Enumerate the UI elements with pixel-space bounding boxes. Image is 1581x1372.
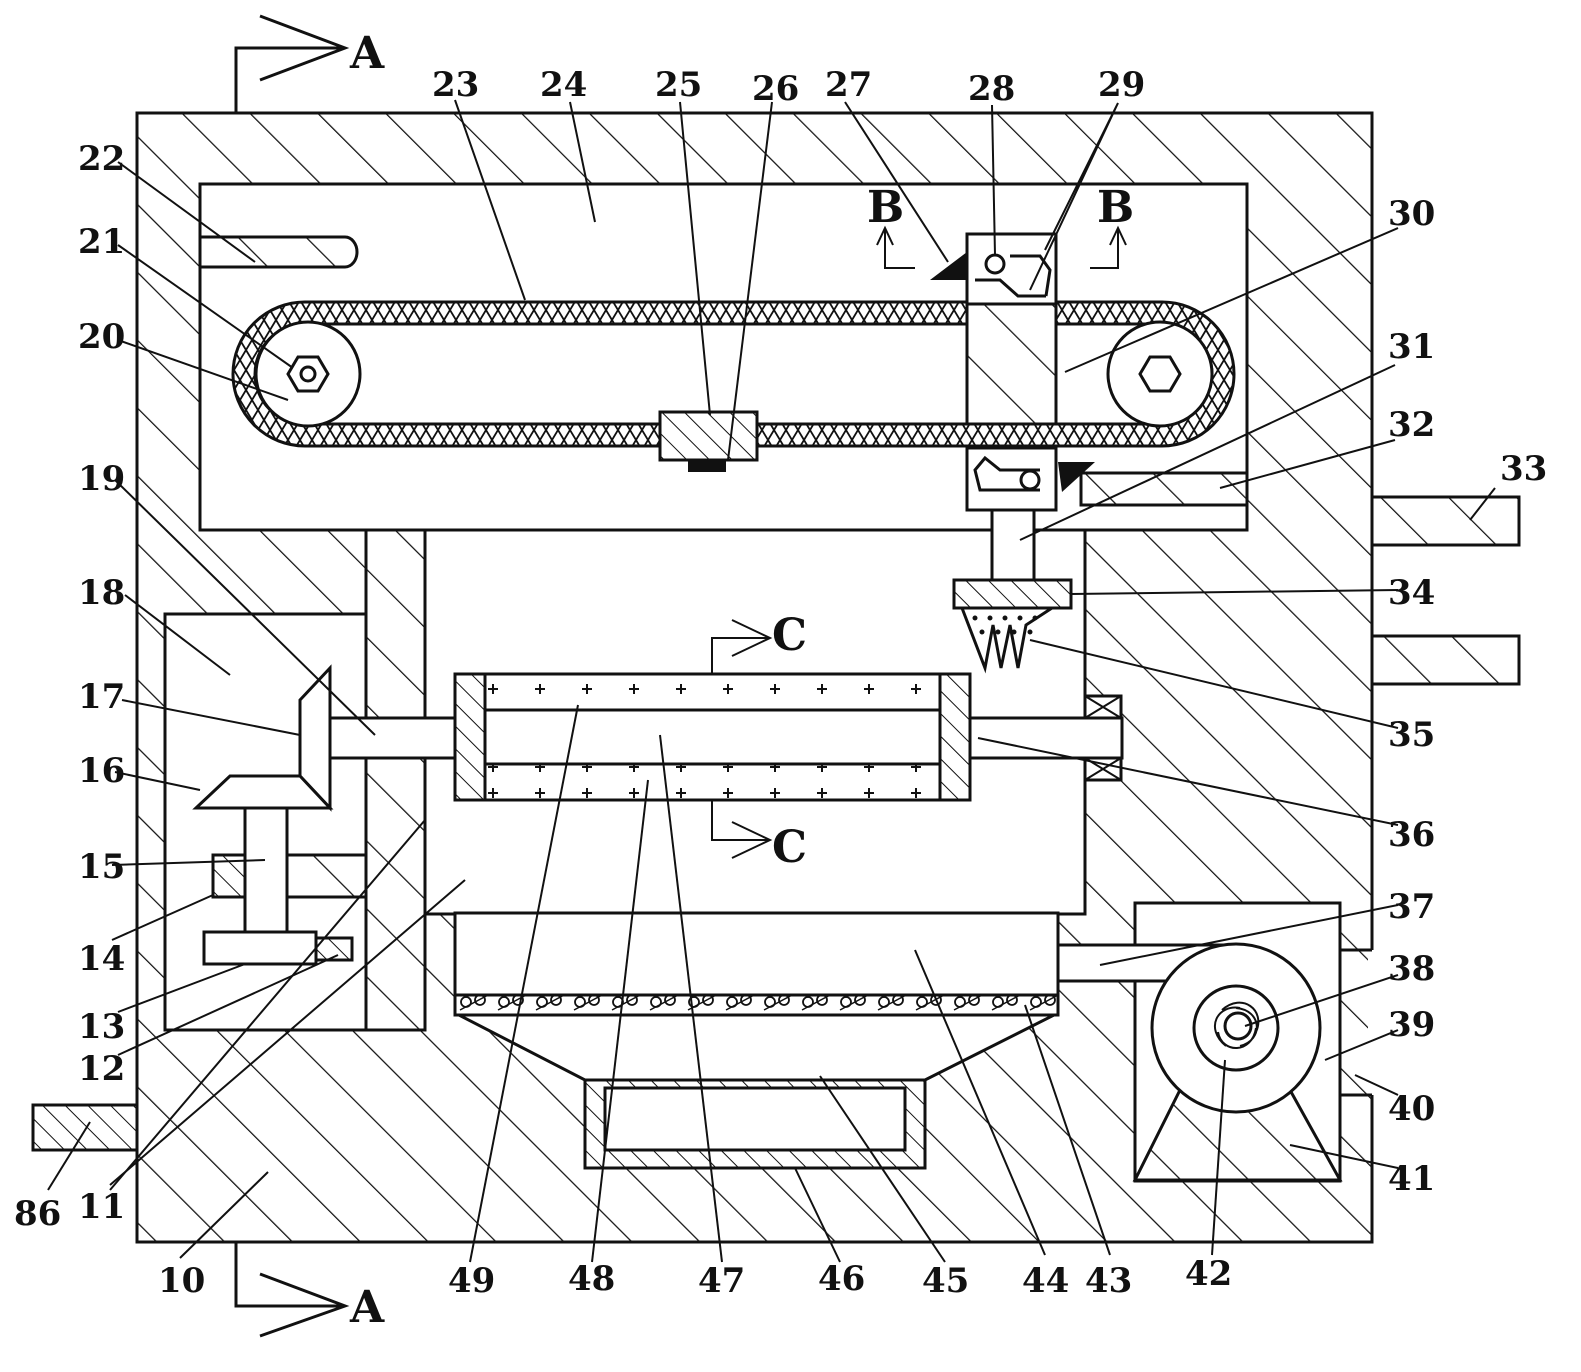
label-47: 47	[698, 1261, 745, 1301]
belt-block-tab	[688, 460, 726, 472]
pressing-plate	[954, 580, 1071, 608]
drum-left-cap	[455, 674, 485, 800]
label-45: 45	[922, 1261, 969, 1301]
label-37: 37	[1388, 887, 1435, 927]
label-11: 11	[78, 1187, 125, 1227]
label-19: 19	[78, 459, 125, 499]
label-25: 25	[655, 65, 702, 105]
label-24: 24	[540, 65, 587, 105]
label-48: 48	[568, 1259, 615, 1299]
section-label-a-bottom: A	[349, 1282, 385, 1333]
label-34: 34	[1388, 573, 1435, 613]
label-10: 10	[158, 1261, 205, 1301]
label-36: 36	[1388, 815, 1435, 855]
label-44: 44	[1022, 1261, 1069, 1301]
drum-upper-screen	[485, 674, 940, 710]
section-a-top-mark	[236, 16, 345, 113]
guide-bar	[200, 237, 357, 267]
label-20: 20	[78, 317, 125, 357]
label-26: 26	[752, 69, 799, 109]
section-label-c-bottom: C	[772, 822, 807, 873]
drum-core	[485, 710, 940, 764]
section-a-bottom-mark	[236, 1242, 345, 1336]
label-17: 17	[78, 677, 125, 717]
label-15: 15	[78, 847, 125, 887]
label-12: 12	[78, 1049, 125, 1089]
label-43: 43	[1085, 1261, 1132, 1301]
label-42: 42	[1185, 1254, 1232, 1294]
label-49: 49	[448, 1261, 495, 1301]
label-29: 29	[1098, 65, 1145, 105]
slider-top-housing	[967, 234, 1056, 304]
label-13: 13	[78, 1007, 125, 1047]
slider-body	[967, 304, 1056, 424]
right-lug-lower	[1372, 636, 1519, 684]
section-label-b-left: B	[867, 182, 904, 233]
drum-right-cap	[940, 674, 970, 800]
label-14: 14	[78, 939, 125, 979]
label-38: 38	[1388, 949, 1435, 989]
screen-plate	[455, 995, 1058, 1015]
push-rod	[992, 510, 1034, 580]
label-86: 86	[14, 1194, 61, 1234]
section-label-c-top: C	[772, 610, 807, 661]
belt-block	[660, 412, 757, 460]
slider-top-pin	[986, 255, 1004, 273]
label-46: 46	[818, 1259, 865, 1299]
label-23: 23	[432, 65, 479, 105]
label-27: 27	[825, 65, 872, 105]
label-40: 40	[1388, 1089, 1435, 1129]
shaft-support	[287, 855, 366, 897]
left-pulley-axle	[301, 367, 315, 381]
label-22: 22	[78, 139, 125, 179]
label-39: 39	[1388, 1005, 1435, 1045]
gear-box-wall	[366, 530, 425, 1030]
slider-bottom-housing	[967, 448, 1056, 510]
motor-base	[204, 932, 316, 964]
label-30: 30	[1388, 194, 1435, 234]
drive-shaft	[330, 718, 455, 758]
section-label-a-top: A	[349, 28, 385, 79]
label-28: 28	[968, 69, 1015, 109]
label-35: 35	[1388, 715, 1435, 755]
label-21: 21	[78, 222, 125, 262]
label-18: 18	[78, 573, 125, 613]
collection-tray-inner	[605, 1088, 905, 1150]
right-pulley-hub	[1140, 357, 1180, 391]
slider-bottom-pin	[1021, 471, 1039, 489]
section-label-b-right: B	[1097, 182, 1134, 233]
label-16: 16	[78, 751, 125, 791]
right-lug-upper	[1372, 497, 1519, 545]
label-33: 33	[1500, 449, 1547, 489]
vertical-shaft	[245, 808, 287, 934]
label-31: 31	[1388, 327, 1435, 367]
left-foot	[33, 1105, 137, 1150]
label-41: 41	[1388, 1159, 1435, 1199]
drum-lower-screen	[485, 764, 940, 800]
label-32: 32	[1388, 405, 1435, 445]
